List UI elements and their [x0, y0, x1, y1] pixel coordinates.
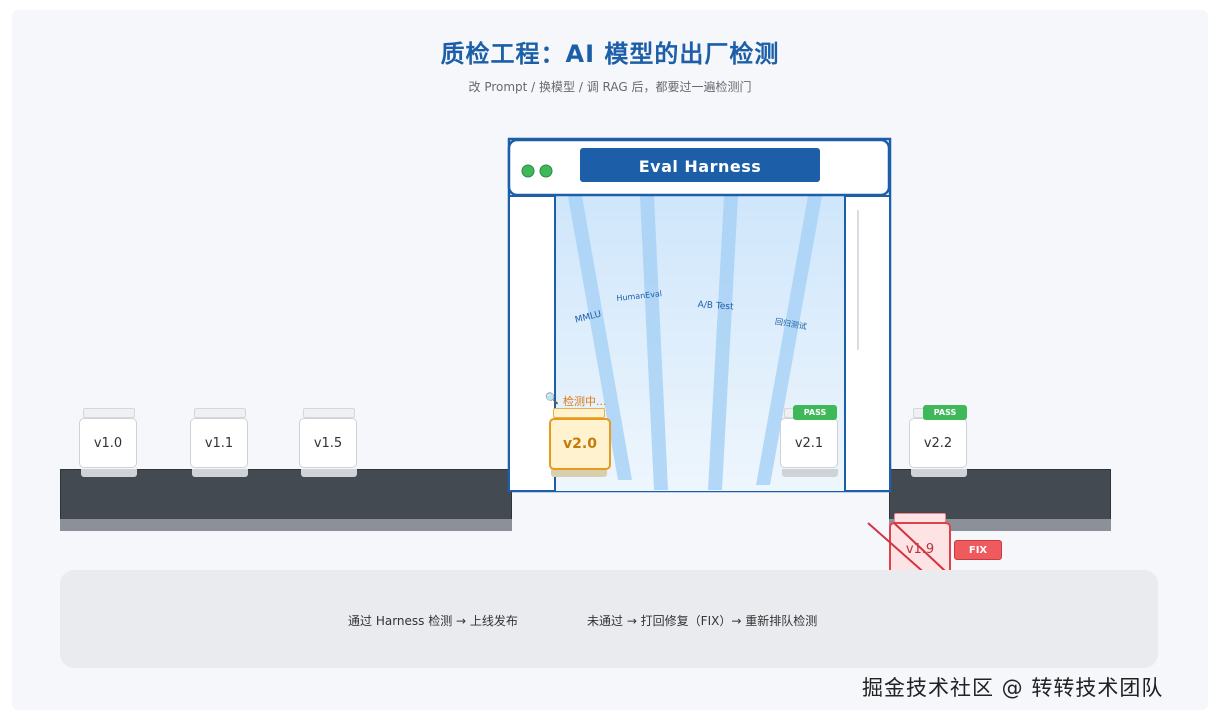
box-lid [553, 408, 605, 418]
diagram-subtitle: 改 Prompt / 换模型 / 调 RAG 后，都要过一遍检测门 [468, 80, 752, 94]
legend-pass-text: 通过 Harness 检测 → 上线发布 [348, 614, 518, 628]
box-shadow [551, 469, 607, 477]
harness-label-plate [580, 148, 820, 182]
testing-status-label: 检测中... [563, 395, 607, 408]
harness-label: Eval Harness [638, 157, 762, 176]
model-box-v2-2: v2.2 [909, 418, 967, 468]
left-conveyor-edge [60, 519, 512, 531]
legend-panel [60, 570, 1158, 668]
box-shadow [192, 469, 248, 477]
left-conveyor-belt [60, 469, 512, 521]
model-box-v1-1: v1.1 [190, 418, 248, 468]
box-shadow [911, 469, 967, 477]
fix-badge: FIX [954, 540, 1002, 560]
model-box-v2-0: v2.0 [549, 418, 611, 470]
diagram-title: 质检工程：AI 模型的出厂检测 [440, 40, 780, 68]
model-box-v1-0: v1.0 [79, 418, 137, 468]
pass-badge: PASS [923, 405, 967, 420]
magnifier-icon: 🔍 [545, 392, 559, 405]
scan-beams [568, 196, 822, 490]
legend-fail-text: 未通过 → 打回修复（FIX）→ 重新排队检测 [587, 614, 818, 628]
box-lid [83, 408, 135, 418]
box-shadow [782, 469, 838, 477]
box-shadow [81, 469, 137, 477]
status-light-1 [521, 164, 535, 178]
box-lid [303, 408, 355, 418]
box-lid [194, 408, 246, 418]
watermark: 掘金技术社区 @ 转转技术团队 [862, 676, 1164, 700]
model-box-v1-5: v1.5 [299, 418, 357, 468]
status-light-2 [539, 164, 553, 178]
box-shadow [301, 469, 357, 477]
pass-badge: PASS [793, 405, 837, 420]
gate-right-pillar [844, 195, 891, 492]
model-box-v2-1: v2.1 [780, 418, 838, 468]
